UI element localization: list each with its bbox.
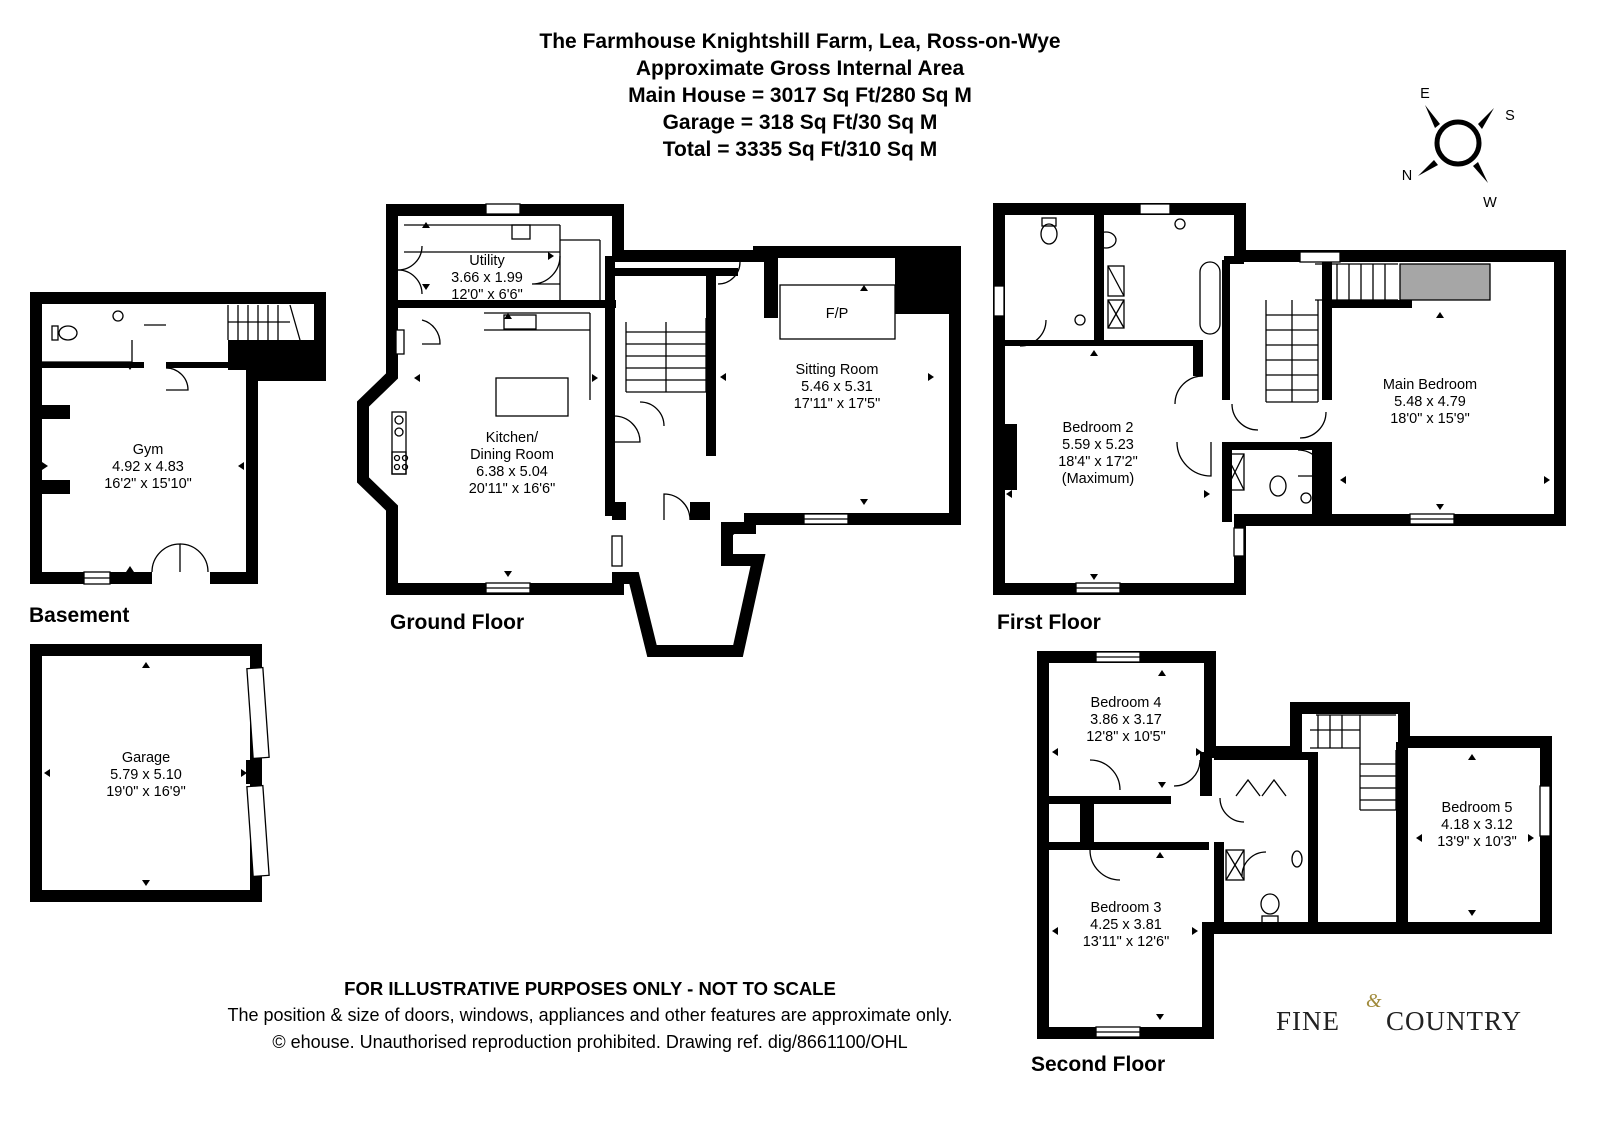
gym-name: Gym <box>133 442 164 458</box>
compass-w: W <box>1483 195 1497 211</box>
bedroom4-metric: 3.86 x 3.17 <box>1090 712 1162 728</box>
second-floor-label: Second Floor <box>1031 1053 1165 1076</box>
compass-s: S <box>1505 108 1515 124</box>
compass-n: N <box>1402 168 1412 184</box>
garage-plan: Garage 5.79 x 5.10 19'0" x 16'9" <box>30 644 270 902</box>
bedroom2-imperial: 18'4" x 17'2" <box>1058 454 1138 470</box>
bedroom5-name: Bedroom 5 <box>1442 800 1513 816</box>
fine-country-logo: FINE & COUNTRY <box>1276 990 1521 1044</box>
fireplace-label: F/P <box>826 306 849 322</box>
sitting-name: Sitting Room <box>795 362 878 378</box>
brand-fine: FINE <box>1276 1006 1340 1036</box>
kitchen-metric: 6.38 x 5.04 <box>476 464 548 480</box>
illustrative-notice: FOR ILLUSTRATIVE PURPOSES ONLY - NOT TO … <box>344 978 836 999</box>
basement-label: Basement <box>29 604 129 627</box>
gym-metric: 4.92 x 4.83 <box>112 459 184 475</box>
bedroom4-imperial: 12'8" x 10'5" <box>1086 729 1166 745</box>
garage-area: Garage = 318 Sq Ft/30 Sq M <box>662 111 938 134</box>
second-floor-plan: Bedroom 4 3.86 x 3.17 12'8" x 10'5" Bedr… <box>1037 651 1552 1039</box>
bedroom2-name: Bedroom 2 <box>1063 420 1134 436</box>
utility-name: Utility <box>469 253 505 269</box>
first-floor-plan: Bedroom 2 5.59 x 5.23 18'4" x 17'2" (Max… <box>993 203 1566 595</box>
bedroom3-imperial: 13'11" x 12'6" <box>1083 934 1170 950</box>
bedroom2-metric: 5.59 x 5.23 <box>1062 437 1134 453</box>
kitchen-imperial: 20'11" x 16'6" <box>469 481 556 497</box>
brand-country: COUNTRY <box>1386 1006 1523 1036</box>
garage-name: Garage <box>122 750 170 766</box>
ground-floor-label: Ground Floor <box>390 611 524 634</box>
bedroom5-imperial: 13'9" x 10'3" <box>1437 834 1517 850</box>
copyright-notice: © ehouse. Unauthorised reproduction proh… <box>272 1032 908 1052</box>
main-house-area: Main House = 3017 Sq Ft/280 Sq M <box>628 84 972 107</box>
total-area: Total = 3335 Sq Ft/310 Sq M <box>662 138 938 161</box>
basement-plan: Gym 4.92 x 4.83 16'2" x 15'10" <box>30 292 326 585</box>
compass-e: E <box>1420 86 1430 102</box>
sitting-metric: 5.46 x 5.31 <box>801 379 873 395</box>
plan-title: The Farmhouse Knightshill Farm, Lea, Ros… <box>539 30 1061 53</box>
kitchen-name-1: Kitchen/ <box>486 430 539 446</box>
bedroom2-note: (Maximum) <box>1062 471 1135 487</box>
first-floor-label: First Floor <box>997 611 1101 634</box>
approximate-notice: The position & size of doors, windows, a… <box>227 1005 953 1025</box>
ground-floor-plan: F/P <box>357 203 961 657</box>
main-bedroom-imperial: 18'0" x 15'9" <box>1390 411 1470 427</box>
plan-subtitle: Approximate Gross Internal Area <box>635 57 965 80</box>
gym-imperial: 16'2" x 15'10" <box>104 476 192 492</box>
main-bedroom-name: Main Bedroom <box>1383 377 1477 393</box>
garage-metric: 5.79 x 5.10 <box>110 767 182 783</box>
bedroom3-metric: 4.25 x 3.81 <box>1090 917 1162 933</box>
utility-metric: 3.66 x 1.99 <box>451 270 523 286</box>
bedroom4-name: Bedroom 4 <box>1091 695 1162 711</box>
main-bedroom-metric: 5.48 x 4.79 <box>1394 394 1466 410</box>
sitting-imperial: 17'11" x 17'5" <box>794 396 881 412</box>
bedroom5-metric: 4.18 x 3.12 <box>1441 817 1513 833</box>
bedroom3-name: Bedroom 3 <box>1091 900 1162 916</box>
title-block: The Farmhouse Knightshill Farm, Lea, Ros… <box>400 28 1200 163</box>
compass-icon: E S N W <box>1402 86 1515 211</box>
kitchen-name-2: Dining Room <box>470 447 554 463</box>
brand-ampersand: & <box>1366 990 1383 1012</box>
garage-imperial: 19'0" x 16'9" <box>106 784 186 800</box>
disclaimer: FOR ILLUSTRATIVE PURPOSES ONLY - NOT TO … <box>150 976 1030 1056</box>
utility-imperial: 12'0" x 6'6" <box>451 287 522 303</box>
